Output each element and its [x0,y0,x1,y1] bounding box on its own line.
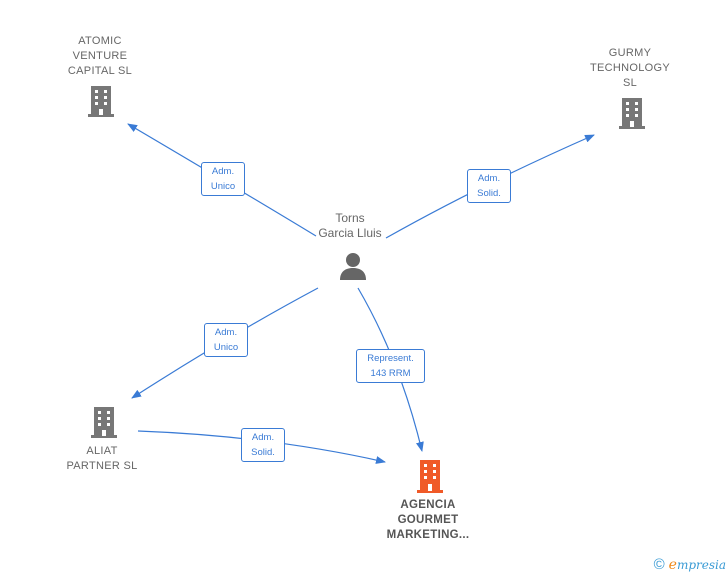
brand-footer: © empresia [654,556,726,573]
company-label-aliat[interactable]: ALIAT PARTNER SL [66,445,138,472]
copyright-icon: © [653,556,665,573]
company-label-atomic[interactable]: ATOMIC VENTURE CAPITAL SL [67,35,133,77]
company-label-agencia[interactable]: AGENCIA GOURMET MARKETING... [386,499,470,541]
company-label-gurmy[interactable]: GURMY TECHNOLOGY SL [589,47,670,89]
building-icon[interactable] [89,405,119,439]
edge-label-represent[interactable]: Represent. 143 RRM [356,349,425,383]
person-icon[interactable] [338,251,368,281]
person-label[interactable]: Torns Garcia Lluis [318,211,382,240]
building-icon-highlighted[interactable] [415,458,445,494]
building-icon[interactable] [617,96,647,130]
brand-logo[interactable]: empresia [668,556,726,573]
edge-label-adm-unico-aliat[interactable]: Adm. Unico [204,323,248,357]
edge-label-adm-solid-agencia[interactable]: Adm. Solid. [241,428,285,462]
edge-label-adm-solid-gurmy[interactable]: Adm. Solid. [467,169,511,203]
building-icon[interactable] [86,84,116,118]
edge-label-adm-unico-atomic[interactable]: Adm. Unico [201,162,245,196]
